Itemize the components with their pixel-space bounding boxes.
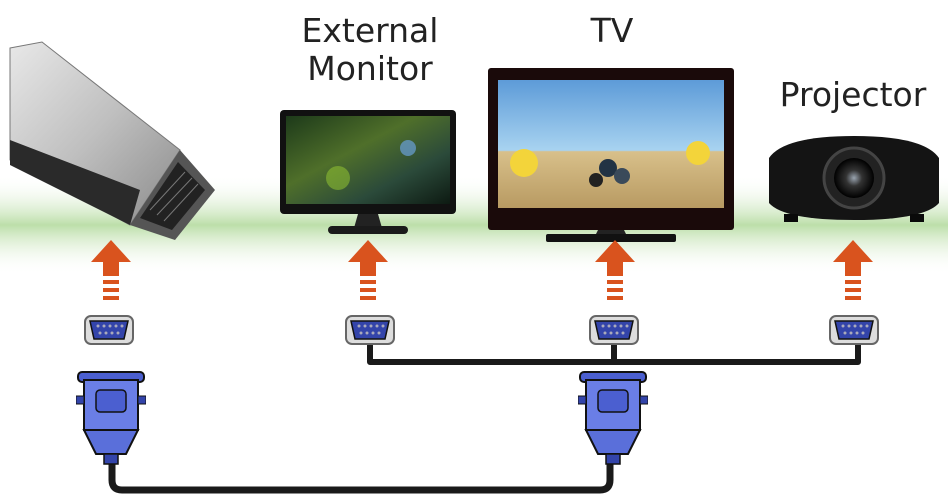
projector-label: Projector	[779, 75, 927, 114]
external-monitor-label: External Monitor	[300, 12, 440, 88]
vga-port-icon	[84, 315, 134, 345]
vga-port-icon	[589, 315, 639, 345]
vga-port-icon	[829, 315, 879, 345]
laptop-icon	[9, 41, 215, 240]
up-arrow-icon	[595, 240, 635, 300]
vga-port-icon	[345, 315, 395, 345]
up-arrow-icon	[348, 240, 388, 300]
projector-icon	[769, 136, 939, 222]
up-arrow-icon	[91, 240, 131, 300]
vga-plug-icon	[578, 371, 648, 465]
external-monitor-label-line1: External	[301, 11, 439, 50]
tv-icon	[488, 68, 734, 242]
up-arrow-icon	[833, 240, 873, 300]
monitor-icon	[280, 110, 456, 234]
vga-plug-icon	[76, 371, 146, 465]
external-monitor-label-line2: Monitor	[307, 49, 433, 88]
tv-label: TV	[590, 11, 634, 50]
